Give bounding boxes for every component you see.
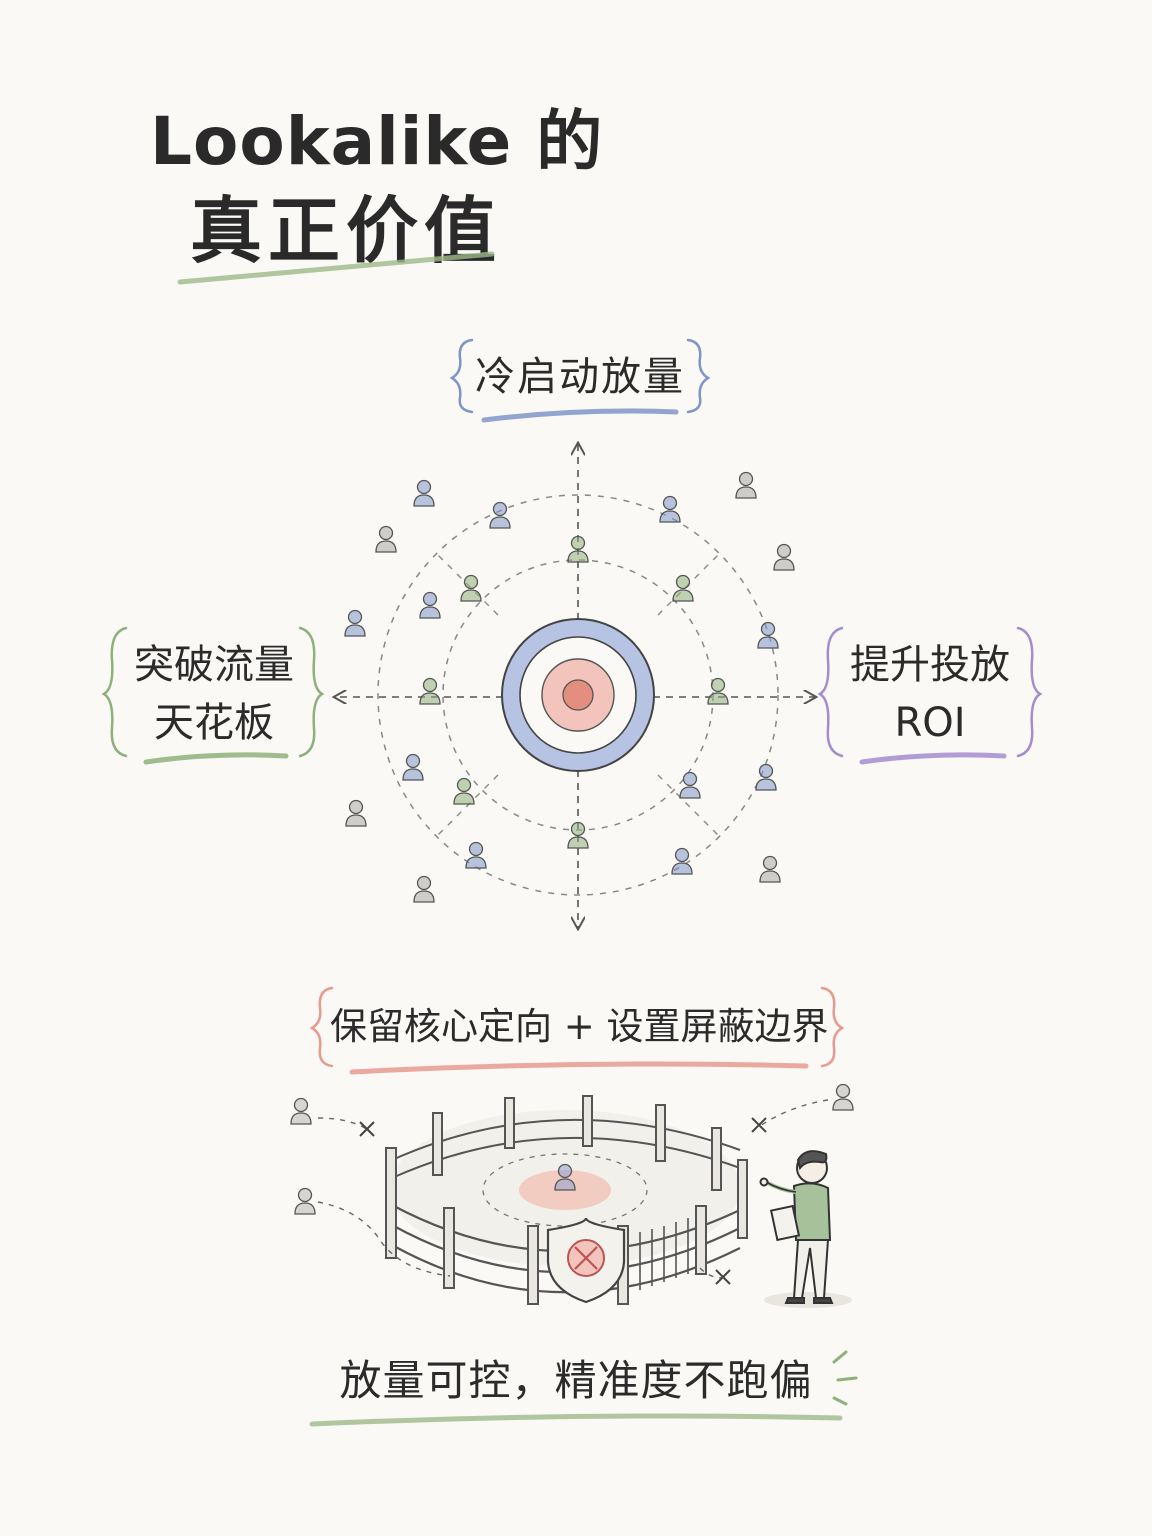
person-icon xyxy=(413,875,435,903)
person-icon xyxy=(773,543,795,571)
fence-caption-frame xyxy=(309,986,845,1075)
axis-arrows xyxy=(335,444,815,928)
bottom-underline xyxy=(309,1413,843,1427)
person-icon xyxy=(460,574,482,602)
person-icon-outside-2 xyxy=(294,1187,316,1215)
person-icon xyxy=(344,609,366,637)
person-icon xyxy=(402,753,424,781)
person-icon xyxy=(755,763,777,791)
right-label-frame xyxy=(817,626,1043,765)
title-line-1: Lookalike 的 xyxy=(150,103,604,180)
person-icon xyxy=(419,591,441,619)
fence-caption-underline xyxy=(349,1061,809,1075)
person-icon xyxy=(465,841,487,869)
left-label-frame xyxy=(101,626,325,765)
person-icon-outside-3 xyxy=(832,1083,854,1111)
bottom-caption: 放量可控，精准度不跑偏 xyxy=(339,1356,813,1405)
person-icon-outside-1 xyxy=(290,1097,312,1125)
person-icon xyxy=(567,535,589,563)
fence-scene xyxy=(290,1083,854,1308)
right-label: 提升投放 ROI xyxy=(836,636,1024,752)
fence-posts xyxy=(385,1095,748,1305)
fence-caption: 保留核心定向 + 设置屏蔽边界 xyxy=(330,1005,829,1048)
person-icon xyxy=(567,821,589,849)
person-icon xyxy=(659,495,681,523)
person-icon xyxy=(735,471,757,499)
person-icon xyxy=(757,621,779,649)
person-icon xyxy=(413,479,435,507)
analyst-figure-icon xyxy=(759,1150,852,1308)
cross-mark-icon xyxy=(359,1117,767,1285)
person-icon xyxy=(679,771,701,799)
right-label-line2: ROI xyxy=(894,700,966,746)
right-label-underline xyxy=(859,752,1007,765)
person-icon xyxy=(419,677,441,705)
person-icon xyxy=(672,574,694,602)
top-label-frame xyxy=(449,338,711,423)
shield-icon xyxy=(546,1217,626,1304)
left-label-line1: 突破流量 xyxy=(134,642,294,688)
left-label-underline xyxy=(143,752,289,765)
accent-ticks xyxy=(832,1350,858,1406)
person-icon xyxy=(375,525,397,553)
person-icon xyxy=(489,501,511,529)
person-icon xyxy=(453,777,475,805)
person-icon xyxy=(345,799,367,827)
target-icon xyxy=(501,618,655,772)
top-label: 冷启动放量 xyxy=(475,354,685,400)
top-label-underline xyxy=(481,408,679,423)
left-label-line2: 天花板 xyxy=(154,700,274,746)
title-underline xyxy=(177,251,495,285)
person-icon xyxy=(707,677,729,705)
left-label: 突破流量 天花板 xyxy=(120,636,308,752)
person-icon xyxy=(759,855,781,883)
right-label-line1: 提升投放 xyxy=(850,642,1010,688)
